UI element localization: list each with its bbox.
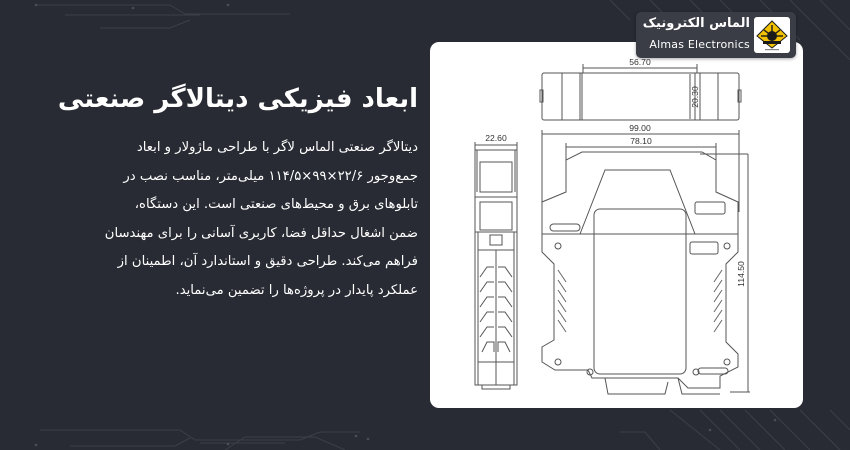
description-line: دیتالاگر صنعتی الماس لاگر با طراحی ماژول… xyxy=(136,140,418,155)
dim-side-width: 22.60 xyxy=(485,133,507,143)
technical-drawing: 56.70 20.30 22.60 99.00 78.10 114.50 xyxy=(474,57,750,395)
dim-front-overall-width: 99.00 xyxy=(629,123,651,133)
page-title: ابعاد فیزیکی دیتالاگر صنعتی xyxy=(57,84,418,114)
description-line: فراهم می‌کند. طراحی دقیق و استاندارد آن،… xyxy=(117,254,418,269)
side-view xyxy=(474,142,518,390)
description-line: جمع‌وجور ۲۲/۶×۹۹×۱۱۴/۵ میلی‌متر، مناسب ن… xyxy=(123,168,418,184)
brand-badge[interactable]: الماس الکترونیک Almas Electronics xyxy=(636,12,796,58)
description-line: عملکرد پایدار در پروژه‌ها را تضمین می‌نم… xyxy=(175,282,419,298)
description-line: ضمن اشغال حداقل فضا، کاربری آسانی را برا… xyxy=(104,225,418,241)
brand-name-en: Almas Electronics xyxy=(649,38,750,51)
dim-top-height: 20.30 xyxy=(690,86,700,108)
dimension-drawing-card: 56.70 20.30 22.60 99.00 78.10 114.50 xyxy=(430,42,803,408)
dim-top-width: 56.70 xyxy=(629,57,651,67)
description-line: تابلوهای برق و محیط‌های صنعتی است. این د… xyxy=(134,197,418,212)
dim-front-height: 114.50 xyxy=(736,261,746,287)
brand-logo-icon xyxy=(754,17,790,53)
description-paragraph: دیتالاگر صنعتی الماس لاگر با طراحی ماژول… xyxy=(104,134,419,305)
dim-front-inner-width: 78.10 xyxy=(630,136,652,146)
top-view xyxy=(539,64,742,121)
brand-name-fa: الماس الکترونیک xyxy=(642,16,750,31)
front-view xyxy=(541,130,750,395)
